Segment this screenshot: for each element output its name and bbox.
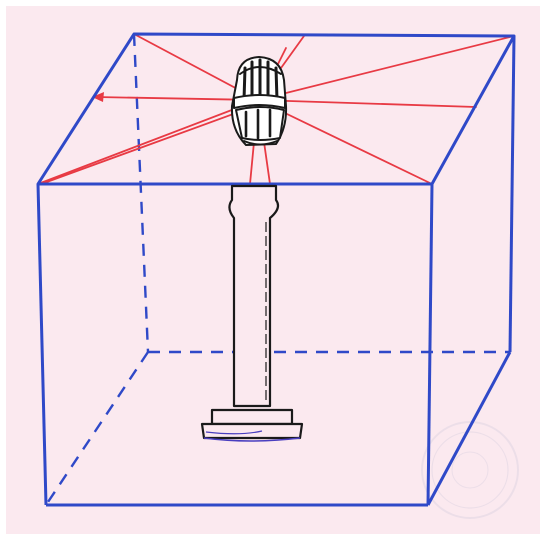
image-border [0, 0, 546, 540]
